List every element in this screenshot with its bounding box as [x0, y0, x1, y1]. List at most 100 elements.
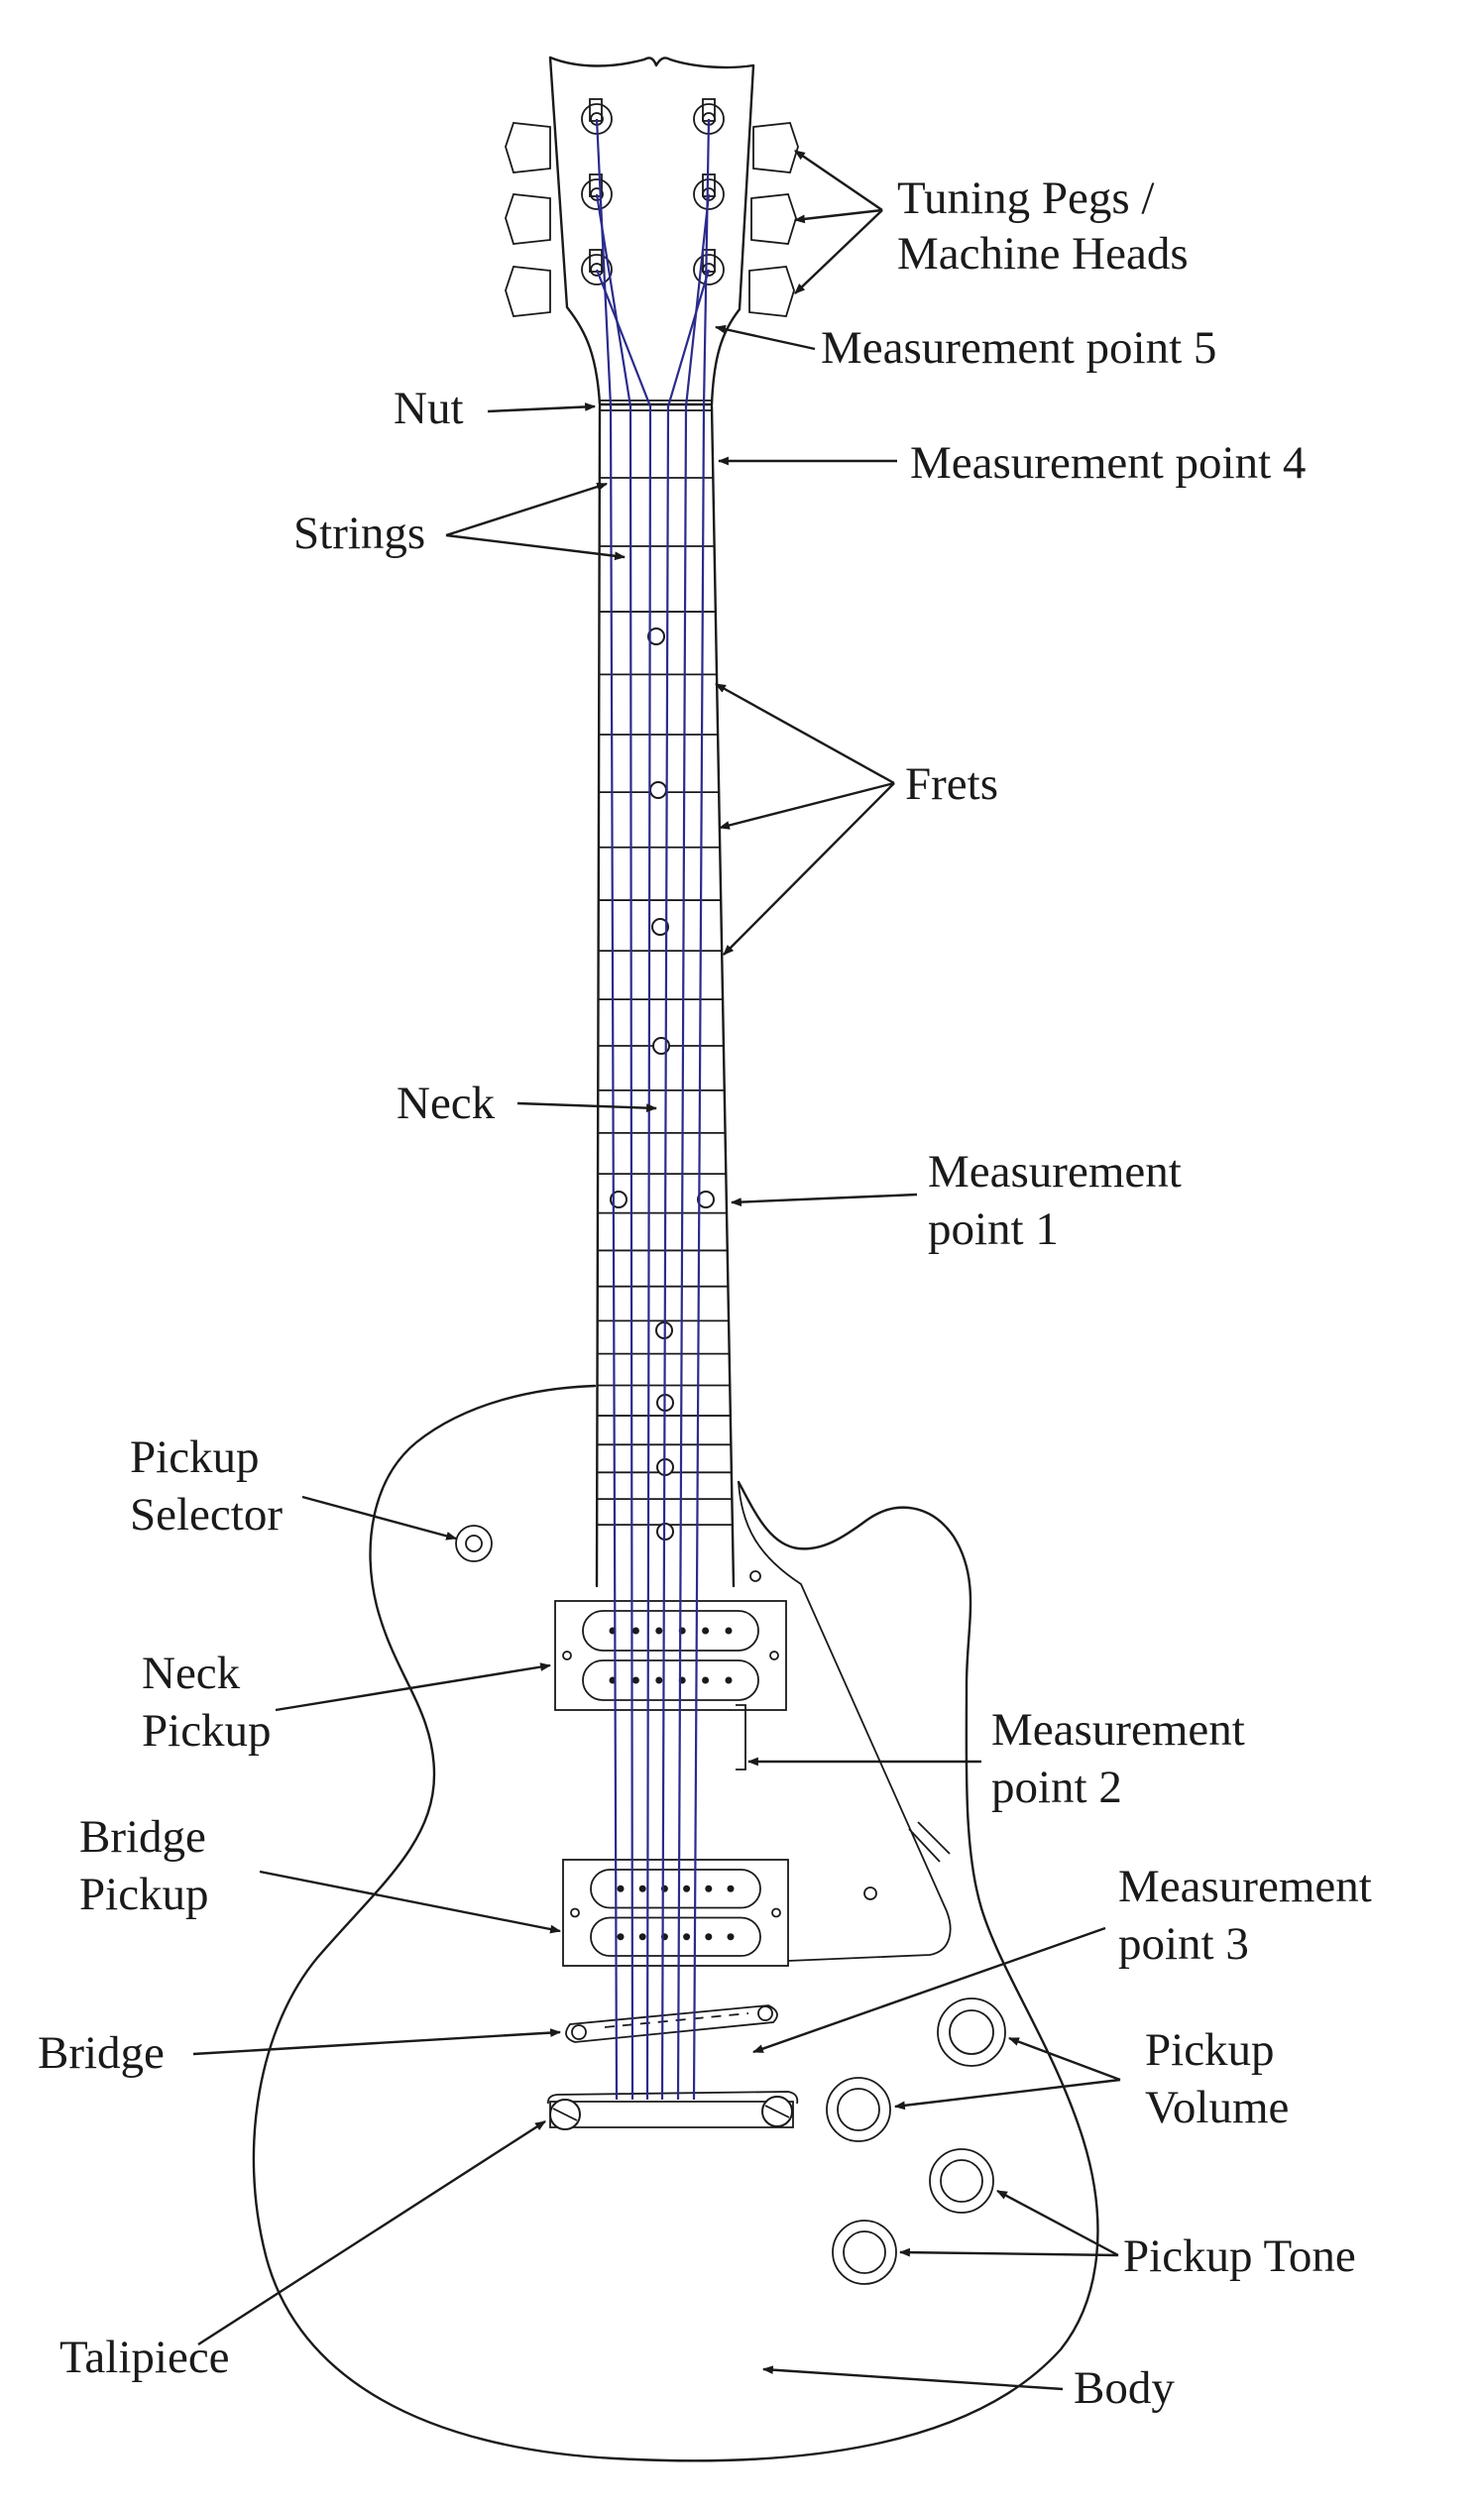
measurement-point-4-label: Measurement point 4 — [910, 437, 1306, 489]
tuning-pegs-label: Tuning Pegs / Machine Heads — [897, 172, 1189, 280]
tuning-pegs-arrow — [794, 209, 883, 294]
neck-pickup-arrow — [275, 1662, 552, 1712]
measurement-point-1-arrow — [730, 1193, 918, 1206]
pickup-tone-label: Pickup Tone — [1123, 2230, 1356, 2282]
inlay-dot — [649, 781, 667, 799]
tone-knob — [929, 2148, 994, 2214]
inlay-dot — [697, 1191, 715, 1208]
pole-piece — [727, 1884, 735, 1892]
string — [595, 118, 619, 2101]
frets-label: Frets — [905, 758, 998, 810]
pickguard-screw — [863, 1886, 877, 1900]
pickup-selector-switch — [455, 1525, 493, 1562]
bridge-pickup-label: Bridge Pickup — [79, 1811, 218, 1920]
pole-piece — [725, 1676, 733, 1684]
measurement-point-5-label: Measurement point 5 — [821, 322, 1216, 374]
pickup-selector-label: Pickup Selector — [130, 1431, 283, 1541]
pickup-selector-arrow — [301, 1495, 458, 1541]
pole-piece — [683, 1884, 691, 1892]
neck-pickup — [554, 1600, 787, 1711]
body-arrow — [761, 2365, 1064, 2391]
tuning-pegs-arrow — [793, 208, 883, 224]
bridge-label: Bridge — [38, 2027, 165, 2079]
pole-piece — [683, 1933, 691, 1941]
bridge-arrow — [192, 2028, 562, 2056]
pickup-screw — [771, 1907, 781, 1918]
string — [692, 118, 711, 2101]
talipiece-arrow — [197, 2119, 546, 2346]
inlay-dot — [647, 628, 665, 645]
pickup-coil — [582, 1610, 759, 1652]
pickup-tone-arrow — [996, 2189, 1119, 2257]
neck-arrow — [516, 1101, 658, 1113]
callout-arrows — [192, 150, 1121, 2391]
pole-piece — [631, 1627, 639, 1635]
strings-arrow — [445, 482, 609, 537]
pickup-volume-arrow — [1007, 2036, 1121, 2082]
pickup-tone-arrow — [898, 2247, 1119, 2257]
nut-label: Nut — [394, 383, 464, 434]
pickup-volume-label: Pickup Volume — [1145, 2024, 1289, 2133]
guitar-body-outline — [252, 1384, 1099, 2462]
pickup-ring — [554, 1600, 787, 1711]
volume-knob — [826, 2077, 891, 2142]
body-label: Body — [1074, 2362, 1175, 2414]
string — [676, 193, 711, 2101]
talipiece-label: Talipiece — [59, 2332, 230, 2383]
string — [595, 193, 634, 2101]
tuning-pegs-arrow — [794, 150, 883, 211]
bridge — [565, 2004, 778, 2043]
pickup-volume-arrow — [893, 2078, 1121, 2111]
headstock — [548, 56, 755, 406]
measurement-point-5-arrow — [714, 324, 816, 351]
pole-piece — [702, 1627, 710, 1635]
pickup-screw — [562, 1651, 572, 1660]
pole-piece — [655, 1627, 663, 1635]
bridge-pickup-arrow — [259, 1870, 562, 1934]
measurement-point-3-arrow — [751, 1926, 1106, 2054]
pole-piece — [655, 1676, 663, 1684]
nut-arrow — [487, 402, 597, 413]
measurement-point-2-label: Measurement point 2 — [991, 1704, 1257, 1813]
nut-piece — [599, 400, 713, 411]
tailpiece — [547, 2091, 799, 2130]
measurement-point-3-label: Measurement point 3 — [1118, 1861, 1384, 1970]
pole-piece — [631, 1676, 639, 1684]
pole-piece — [638, 1884, 646, 1892]
pickup-ring — [562, 1859, 789, 1967]
tone-knob — [832, 2220, 897, 2285]
strings-arrow — [445, 533, 627, 561]
pickguard — [738, 1481, 952, 1962]
fretboard-edge — [595, 404, 736, 1588]
pole-piece — [725, 1627, 733, 1635]
pole-piece — [617, 1884, 625, 1892]
volume-knob — [937, 1998, 1006, 2067]
pole-piece — [727, 1933, 735, 1941]
pickup-screw — [570, 1907, 580, 1918]
pickup-coil — [590, 1916, 761, 1957]
inlay-dot — [610, 1191, 628, 1208]
strings — [595, 118, 711, 2101]
pole-piece — [702, 1676, 710, 1684]
neck-heel — [736, 1704, 746, 1770]
pickup-coil — [582, 1659, 759, 1701]
pickup-screw — [769, 1651, 779, 1660]
pickguard-screw — [749, 1570, 761, 1582]
frets-arrow — [723, 782, 895, 956]
frets-arrow — [715, 682, 895, 785]
bridge-pickup — [562, 1859, 789, 1967]
pole-piece — [638, 1933, 646, 1941]
string — [595, 269, 652, 2101]
pickguard-bracket — [908, 1821, 951, 1863]
pole-piece — [617, 1933, 625, 1941]
tuning-pegs-left — [505, 98, 613, 317]
measurement-point-1-label: Measurement point 1 — [928, 1146, 1194, 1255]
pole-piece — [705, 1933, 713, 1941]
pickup-coil — [590, 1869, 761, 1909]
frets-arrow — [718, 781, 895, 830]
pole-piece — [705, 1884, 713, 1892]
neck-pickup-label: Neck Pickup — [142, 1648, 272, 1757]
inlay-dot — [651, 918, 669, 936]
strings-label: Strings — [293, 508, 425, 559]
